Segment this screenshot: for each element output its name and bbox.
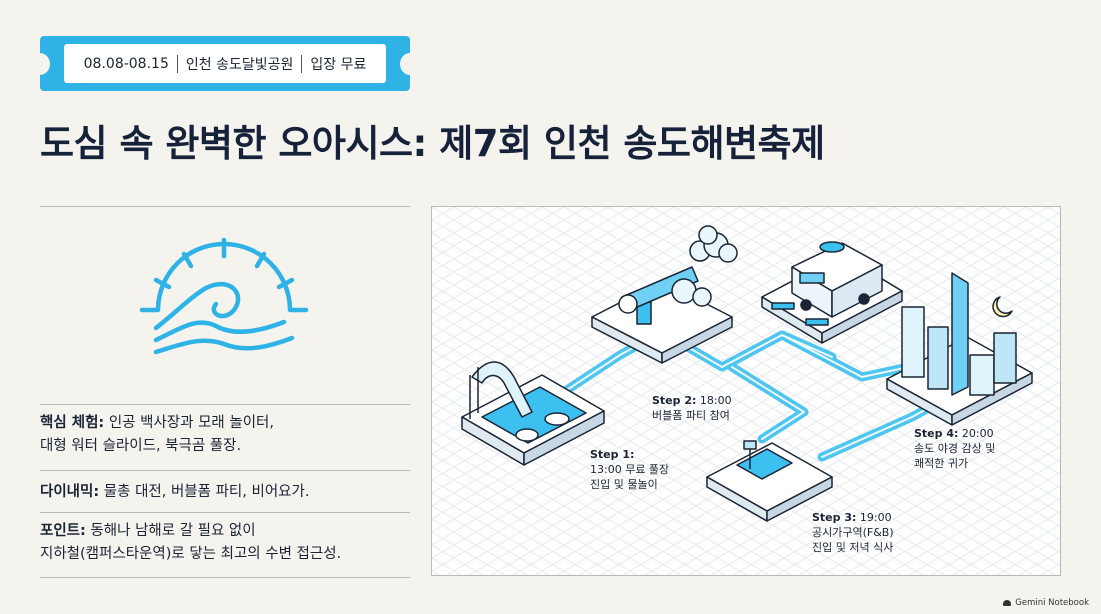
route-map-illustration	[432, 207, 1060, 575]
festival-dates: 08.08-08.15	[83, 55, 169, 72]
date-venue-ticket: 08.08-08.15 인천 송도달빛공원 입장 무료	[30, 36, 420, 91]
info-dynamic: 다이내믹: 물총 대전, 버블폼 파티, 비어요가.	[40, 481, 410, 504]
step-2-label: Step 2: 18:00 버블폼 파티 참여	[652, 393, 732, 423]
section-text: 대형 워터 슬라이드, 북극곰 풀장.	[40, 438, 242, 454]
divider	[40, 512, 410, 513]
food-truck-platform	[761, 241, 903, 344]
picnic-platform	[706, 440, 833, 522]
pool-platform	[461, 361, 605, 466]
ticket-notch-left	[30, 53, 50, 75]
bubble-cannon-platform	[591, 225, 738, 364]
step-text: 쾌적한 귀가	[914, 457, 969, 470]
section-text: 인공 백사장과 모래 놀이터,	[104, 415, 275, 431]
section-label: 다이내믹:	[40, 484, 100, 500]
step-number: Step 3:	[812, 511, 857, 524]
city-platform	[886, 272, 1033, 426]
step-text: 진입 및 저녁 식사	[812, 541, 894, 554]
section-text: 물총 대전, 버블폼 파티, 비어요가.	[99, 484, 310, 500]
section-label: 포인트:	[40, 523, 86, 539]
ticket-notch-right	[400, 53, 420, 75]
brand-logo-icon	[1003, 600, 1012, 606]
step-text: 버블폼 파티 참여	[652, 409, 730, 422]
info-core-experience: 핵심 체험: 인공 백사장과 모래 놀이터, 대형 워터 슬라이드, 북극곰 풀…	[40, 412, 410, 458]
ticket-divider	[176, 54, 178, 73]
section-text: 동해나 남해로 갈 필요 없이	[85, 523, 256, 539]
step-time: 18:00	[696, 394, 732, 407]
step-3-label: Step 3: 19:00 공시가구역(F&B) 진입 및 저녁 식사	[812, 510, 894, 555]
festival-admission: 입장 무료	[310, 56, 367, 73]
divider	[40, 206, 410, 207]
step-time: 19:00	[856, 511, 892, 524]
section-text: 지하철(캠퍼스타운역)로 닿는 최고의 수변 접근성.	[40, 546, 342, 562]
step-text: 공시가구역(F&B)	[812, 526, 894, 539]
section-label: 핵심 체험:	[40, 415, 105, 431]
step-number: Step 4:	[914, 427, 959, 440]
step-number: Step 2:	[652, 394, 697, 407]
page-title: 도심 속 완벽한 오아시스: 제7회 인천 송도해변축제	[40, 122, 825, 165]
divider	[40, 577, 410, 578]
step-text: 송도 야경 감상 및	[914, 442, 996, 455]
step-1-label: Step 1: 13:00 무료 풀장 진입 및 물놀이	[590, 447, 669, 492]
step-number: Step 1:	[590, 448, 635, 461]
step-text: 13:00 무료 풀장	[590, 463, 670, 476]
brand-name: Gemini Notebook	[1015, 598, 1089, 608]
festival-venue: 인천 송도달빛공원	[185, 56, 294, 73]
sun-wave-icon	[139, 237, 309, 355]
step-4-label: Step 4: 20:00 송도 야경 감상 및 쾌적한 귀가	[914, 426, 995, 471]
step-time: 20:00	[958, 427, 994, 440]
festival-route-map: Step 2: 18:00 버블폼 파티 참여 Step 1: 13:00 무료…	[431, 206, 1061, 576]
brand-watermark: Gemini Notebook	[1003, 598, 1089, 608]
ticket-inner: 08.08-08.15 인천 송도달빛공원 입장 무료	[64, 44, 386, 83]
divider	[40, 404, 410, 405]
divider	[40, 470, 410, 471]
info-point: 포인트: 동해나 남해로 갈 필요 없이 지하철(캠퍼스타운역)로 닿는 최고의…	[40, 520, 410, 566]
ticket-divider	[301, 54, 303, 73]
step-text: 진입 및 물놀이	[590, 478, 658, 491]
